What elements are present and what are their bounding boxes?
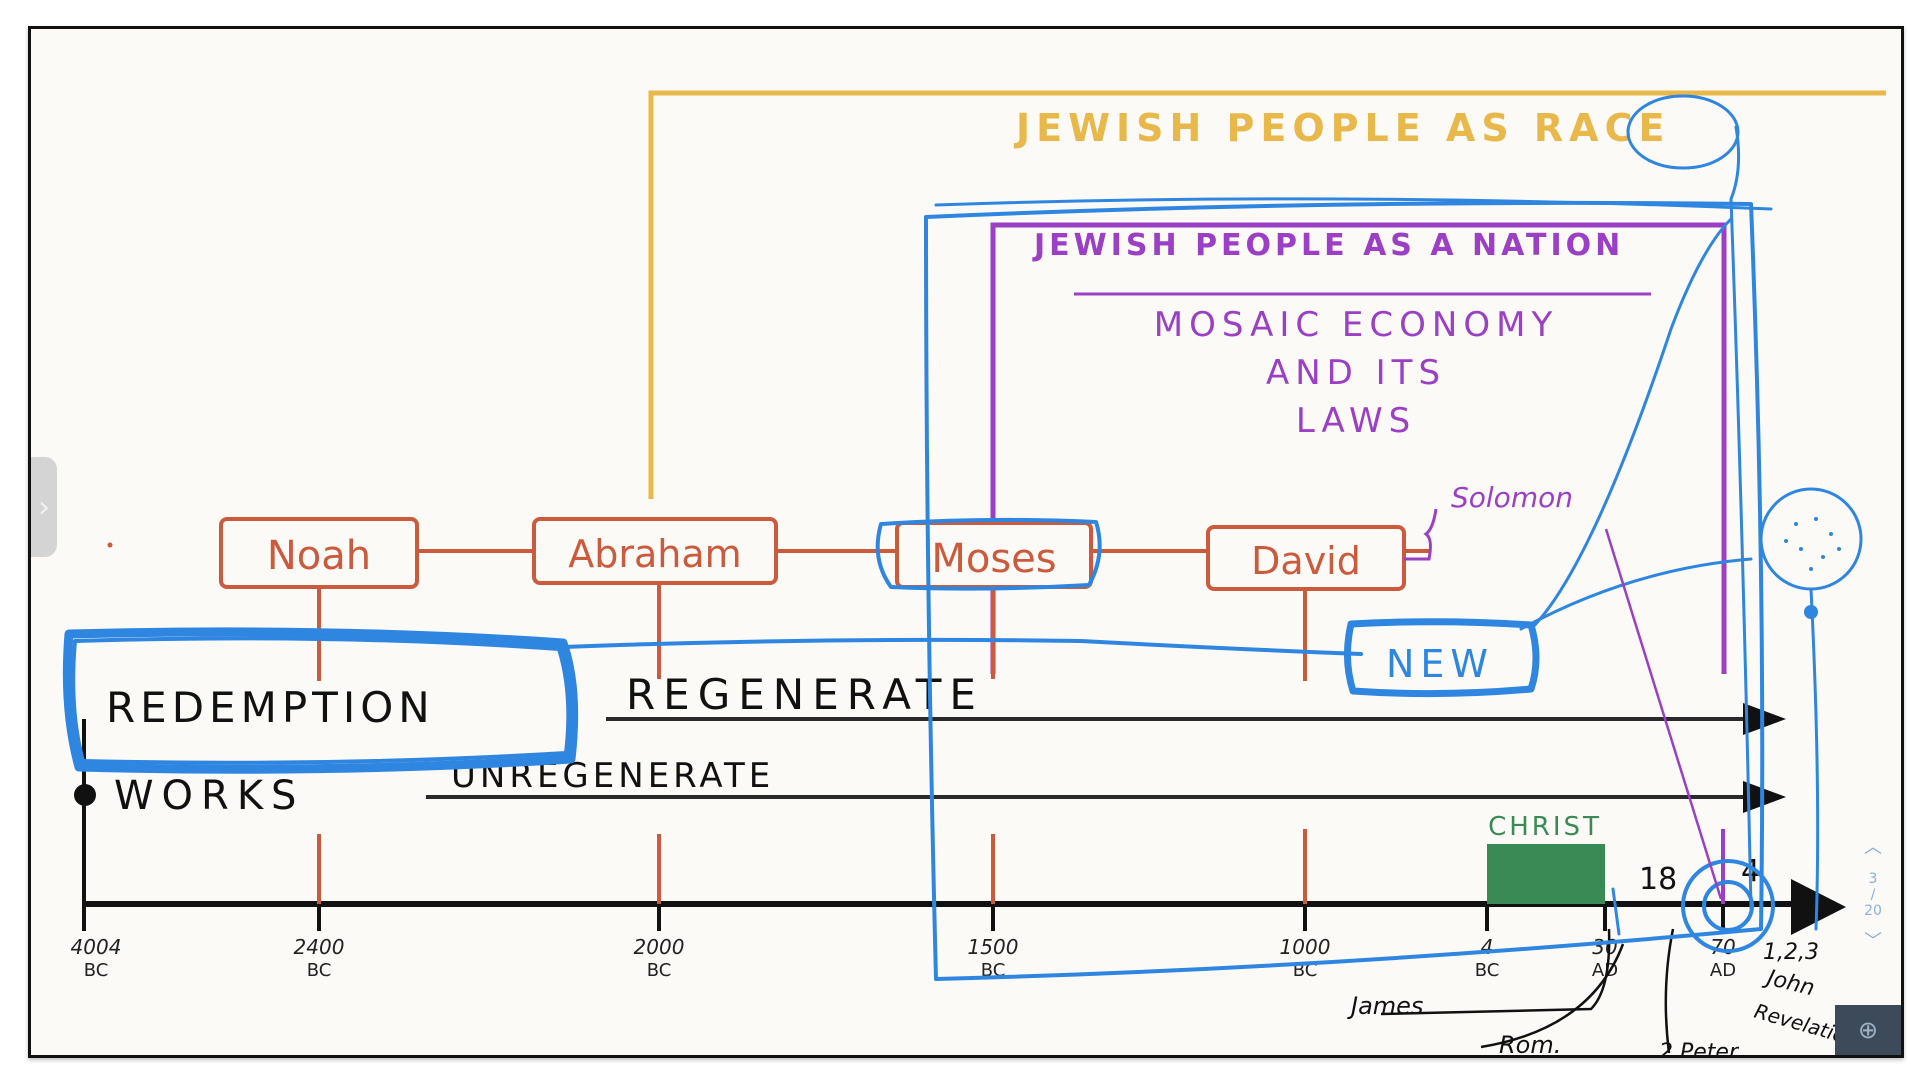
john-label: John — [1761, 965, 1817, 1002]
solomon-to-ad70 — [1604, 528, 1723, 900]
ad70-circle-outer — [1681, 859, 1775, 953]
moses-circle — [875, 517, 1102, 591]
tick-year: 2000 — [634, 935, 685, 959]
romans-label: Rom. — [1499, 1031, 1561, 1055]
tick-year: 1000 — [1280, 935, 1331, 959]
christ-block — [1487, 844, 1605, 904]
tick-era: BC — [84, 960, 109, 981]
regenerate-label: REGENERATE — [626, 670, 984, 719]
redemption-circle — [62, 627, 579, 774]
page-total: 20 — [1864, 903, 1882, 919]
page-current: 3 — [1868, 871, 1878, 887]
nation-box — [990, 222, 1727, 674]
james-label: James — [1347, 992, 1423, 1020]
tick-year: 4 — [1481, 935, 1494, 959]
zoom-button[interactable]: ⊕ — [1835, 1005, 1901, 1055]
whiteboard-frame: JEWISH PEOPLE AS RACE JEWISH PEOPLE AS A… — [28, 26, 1904, 1058]
tick-year: 2400 — [294, 935, 345, 959]
page-separator: / — [1870, 887, 1876, 903]
earth-dots — [1784, 517, 1841, 571]
tick-year: 30 — [1592, 935, 1617, 959]
stray-dot — [107, 542, 113, 548]
person-box-david: David — [1206, 525, 1406, 681]
race-bracket — [648, 90, 1886, 499]
link-to-new — [561, 637, 1363, 656]
new-label: NEW — [1386, 642, 1494, 686]
person-label: David — [1251, 539, 1361, 583]
era-markers — [317, 829, 1725, 904]
timeline-ticks: 4004BC2400BC2000BC1500BC1000BC4BC30AD70A… — [71, 904, 1736, 981]
mosaic-line-3: LAWS — [1296, 401, 1416, 441]
tick-era: AD — [1710, 960, 1736, 981]
chevron-down-icon[interactable]: ﹀ — [1864, 931, 1882, 952]
tick-era: BC — [307, 960, 332, 981]
earth-circle — [1759, 487, 1863, 591]
tick-era: BC — [1475, 960, 1500, 981]
tick-era: BC — [647, 960, 672, 981]
mosaic-line-2: AND ITS — [1266, 353, 1446, 393]
zoom-in-icon: ⊕ — [1857, 1016, 1879, 1044]
person-label: Noah — [267, 533, 371, 579]
works-label: WORKS — [114, 773, 304, 819]
num-18: 18 — [1639, 862, 1677, 897]
unregenerate-arrowhead — [1743, 781, 1786, 813]
nation-label: JEWISH PEOPLE AS A NATION — [1032, 228, 1624, 263]
ad70-circle-inner — [1702, 880, 1754, 932]
side-panel-toggle[interactable]: › — [31, 457, 57, 557]
new-to-earth — [1519, 557, 1753, 631]
redemption-label: REDEMPTION — [106, 683, 435, 732]
chevron-up-icon[interactable]: ︿ — [1864, 837, 1882, 858]
solomon-brace — [1404, 508, 1438, 561]
nation-outline — [924, 200, 1765, 981]
tick-year: 4004 — [71, 935, 122, 959]
timeline-diagram: JEWISH PEOPLE AS RACE JEWISH PEOPLE AS A… — [62, 90, 1886, 1055]
chevron-right-icon: › — [38, 489, 50, 525]
person-box-noah: Noah — [219, 517, 419, 681]
solomon-label: Solomon — [1451, 481, 1573, 514]
blue-ink-annotations: NEW — [62, 94, 1863, 981]
mosaic-line-1: MOSAIC ECONOMY — [1154, 305, 1558, 345]
tick-era: AD — [1592, 960, 1618, 981]
person-label: Moses — [931, 536, 1056, 582]
race-link — [1729, 125, 1753, 911]
tick-year: 1500 — [968, 935, 1019, 959]
person-label: Abraham — [568, 532, 741, 576]
person-box-moses: Moses — [895, 521, 1093, 679]
new-box — [1343, 618, 1540, 698]
person-box-abraham: Abraham — [532, 517, 778, 679]
race-label: JEWISH PEOPLE AS RACE — [1013, 106, 1670, 150]
timeline-arrowhead — [1791, 879, 1846, 935]
john-verse-label: 1,2,3 — [1763, 940, 1819, 965]
christ-label: CHRIST — [1488, 812, 1602, 842]
regenerate-arrowhead — [1743, 703, 1786, 735]
peter-pointer — [1664, 928, 1675, 1054]
solomon-to-new — [1529, 217, 1733, 631]
page-navigator: ︿ 3 / 20 ﹀ — [1859, 839, 1887, 969]
peter-label: 2 Peter — [1659, 1040, 1740, 1055]
romans-pointer — [1480, 943, 1625, 1049]
